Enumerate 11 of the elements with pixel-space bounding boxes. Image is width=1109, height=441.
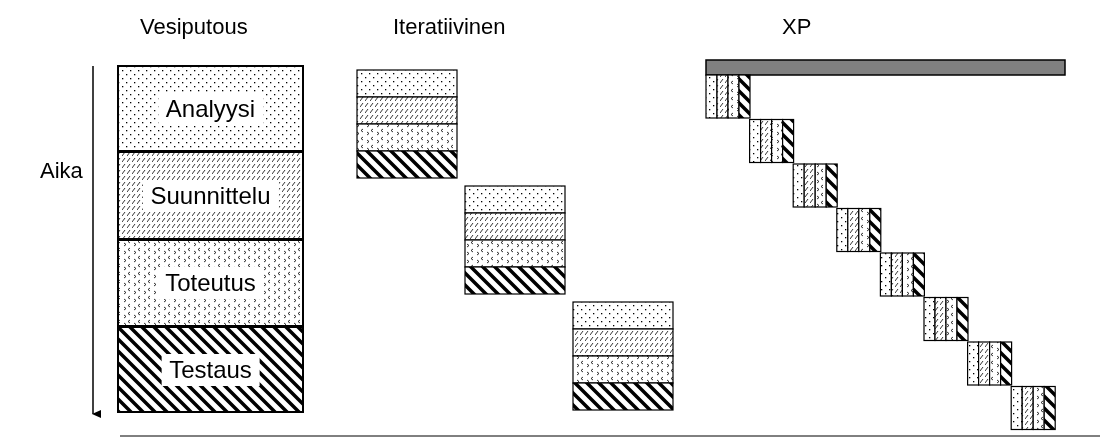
column-heading: XP	[782, 14, 812, 40]
phase-box	[117, 65, 304, 152]
phase-label: Testaus	[161, 353, 260, 386]
axis-label: Aika	[40, 158, 83, 184]
phase-label: Analyysi	[157, 92, 264, 125]
phase-box	[117, 151, 304, 240]
phase-box	[117, 326, 304, 413]
phase-label: Suunnittelu	[142, 179, 279, 212]
column-heading: Vesiputous	[140, 14, 248, 40]
phase-box	[117, 239, 304, 327]
column-heading: Iteratiivinen	[393, 14, 506, 40]
